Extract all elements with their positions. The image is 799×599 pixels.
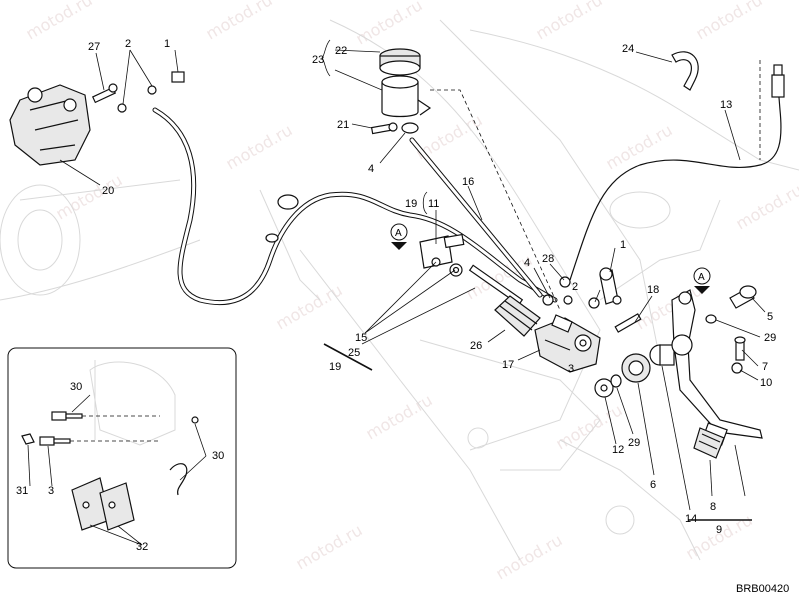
rear-master-cylinder	[534, 317, 601, 373]
callout-21: 21	[337, 119, 349, 131]
master-cylinder-bolt	[599, 267, 619, 305]
bracket-bars	[323, 343, 752, 521]
leader-lines	[27, 39, 766, 546]
switch-connector	[771, 64, 785, 98]
callout-20: 20	[102, 185, 114, 197]
union-bolt	[612, 295, 622, 305]
callout-19: 19	[329, 361, 341, 373]
pedal-stop-screw	[734, 336, 746, 361]
callout-24: 24	[622, 43, 634, 55]
callout-15: 15	[355, 332, 367, 344]
watermark: motod.ru	[353, 0, 426, 48]
callout-11: 11	[428, 198, 439, 210]
inset-panel	[7, 347, 237, 569]
bleed-valve	[117, 71, 185, 113]
watermark: motod.ru	[533, 0, 606, 43]
clevis-nut	[449, 263, 463, 277]
brake-light-switch-cable	[569, 84, 782, 281]
callout-13: 13	[720, 99, 732, 111]
callout-19: 19	[405, 198, 417, 210]
nut-10	[731, 362, 743, 374]
clevis	[419, 233, 465, 269]
inset-callout-31: 31	[16, 485, 28, 497]
callout-17: 17	[502, 359, 514, 371]
callout-14: 14	[685, 513, 697, 525]
callout-5: 5	[767, 311, 773, 323]
washer	[594, 378, 614, 398]
watermark: motod.ru	[23, 0, 96, 43]
bleed-cap	[21, 433, 35, 445]
callout-23: 23	[312, 54, 324, 66]
callout-4: 4	[524, 257, 530, 269]
callout-29: 29	[764, 332, 776, 344]
callout-25: 25	[348, 347, 360, 359]
inset-callout-30: 30	[212, 450, 224, 462]
caliper-bolt	[91, 83, 118, 104]
inset-callout-30: 30	[70, 381, 82, 393]
callout-2: 2	[572, 281, 578, 293]
arrow-a-left	[390, 223, 408, 250]
callout-6: 6	[650, 479, 656, 491]
callout-27: 27	[88, 41, 100, 53]
callout-22: 22	[335, 45, 347, 57]
callout-1: 1	[620, 239, 626, 251]
dust-boot	[494, 295, 541, 337]
callout-a: A	[698, 272, 705, 283]
pedal-pad	[693, 427, 725, 459]
reservoir-screw	[370, 122, 398, 135]
bolt-18	[614, 313, 642, 333]
arrow-a-right	[693, 267, 711, 294]
watermark: motod.ru	[493, 530, 566, 583]
callout-12: 12	[612, 444, 624, 456]
watermark: motod.ru	[293, 520, 366, 573]
callout-10: 10	[760, 377, 772, 389]
brake-pads	[71, 477, 135, 531]
callout-18: 18	[647, 284, 659, 296]
callout-7: 7	[762, 361, 768, 373]
brake-pedal	[671, 289, 763, 446]
callout-8: 8	[710, 501, 716, 513]
watermark: motod.ru	[733, 180, 799, 233]
watermark: motod.ru	[273, 280, 346, 333]
pushrod	[468, 264, 524, 306]
drawing-code: BRB00420	[736, 583, 789, 595]
inset-callout-32: 32	[136, 541, 148, 553]
callout-29: 29	[628, 437, 640, 449]
callout-1: 1	[164, 38, 170, 50]
banjo-fitting	[542, 294, 600, 333]
callout-a: A	[395, 228, 402, 239]
hose-clamp	[401, 122, 419, 134]
callout-16: 16	[462, 176, 474, 188]
pivot-pin	[729, 285, 757, 309]
hose-clip	[265, 194, 299, 243]
watermark: motod.ru	[693, 0, 766, 43]
callout-3: 3	[568, 363, 574, 375]
clamp-28	[559, 276, 571, 288]
callout-4: 4	[368, 163, 374, 175]
rear-brake-caliper	[9, 84, 91, 166]
callout-9: 9	[716, 524, 722, 536]
o-ring	[610, 374, 622, 388]
o-ring-right	[705, 314, 717, 324]
inset-callout-3: 3	[48, 485, 54, 497]
brake-fluid-reservoir	[379, 48, 432, 118]
callout-2: 2	[125, 38, 131, 50]
spring-bushing	[621, 353, 651, 383]
watermark: motod.ru	[203, 0, 276, 43]
callout-26: 26	[470, 340, 482, 352]
callout-28: 28	[542, 253, 554, 265]
callout-labels: 1 2 27 20 22 23 21 4 16 19 11 A 24 13 28…	[16, 38, 776, 553]
cable-clip	[671, 51, 699, 91]
watermark: motod.ru	[223, 120, 296, 173]
pivot-bush	[649, 344, 675, 366]
watermark: motod.ru	[363, 390, 436, 443]
